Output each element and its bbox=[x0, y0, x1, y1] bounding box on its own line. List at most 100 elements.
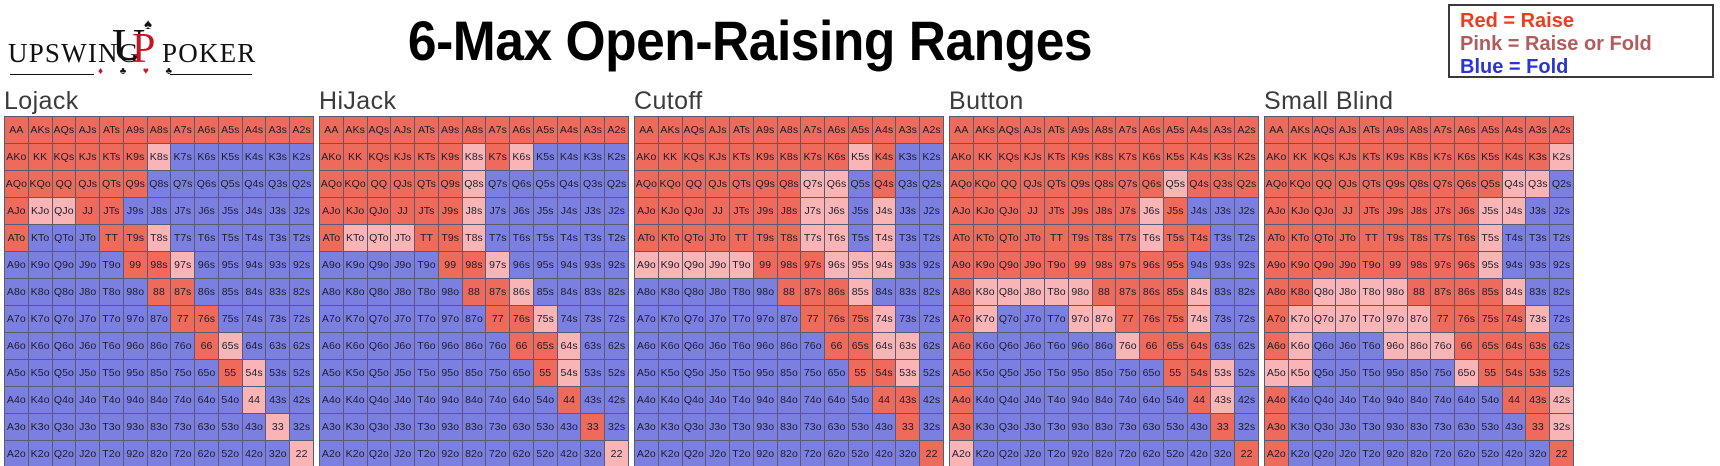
range-cell[interactable]: 85o bbox=[462, 360, 486, 386]
range-cell[interactable]: 77 bbox=[1116, 306, 1140, 332]
range-cell[interactable]: K5o bbox=[343, 360, 367, 386]
range-cell[interactable]: 93o bbox=[753, 414, 777, 440]
range-cell[interactable]: K2o bbox=[28, 441, 52, 466]
range-cell[interactable]: 75s bbox=[1478, 306, 1502, 332]
range-cell[interactable]: 74s bbox=[1502, 306, 1526, 332]
range-cell[interactable]: 44 bbox=[557, 387, 581, 413]
range-cell[interactable]: 76o bbox=[1116, 333, 1140, 359]
range-cell[interactable]: A7o bbox=[320, 306, 343, 332]
range-cell[interactable]: 32o bbox=[266, 441, 290, 466]
range-cell[interactable]: 93o bbox=[1068, 414, 1092, 440]
range-cell[interactable]: J8o bbox=[1021, 279, 1045, 305]
range-cell[interactable]: K7s bbox=[1431, 144, 1455, 170]
range-cell[interactable]: J4s bbox=[872, 198, 896, 224]
range-cell[interactable]: J2o bbox=[1336, 441, 1360, 466]
range-cell[interactable]: 55 bbox=[533, 360, 557, 386]
range-cell[interactable]: J2s bbox=[605, 198, 628, 224]
range-cell[interactable]: QJo bbox=[1312, 198, 1336, 224]
range-cell[interactable]: 93o bbox=[1383, 414, 1407, 440]
range-cell[interactable]: J9o bbox=[1021, 252, 1045, 278]
range-cell[interactable]: 63o bbox=[1455, 414, 1478, 440]
range-cell[interactable]: 97s bbox=[486, 252, 510, 278]
range-cell[interactable]: 97s bbox=[171, 252, 195, 278]
range-cell[interactable]: 62o bbox=[195, 441, 218, 466]
range-cell[interactable]: J7s bbox=[171, 198, 195, 224]
range-cell[interactable]: A8o bbox=[950, 279, 973, 305]
range-cell[interactable]: AJo bbox=[1265, 198, 1288, 224]
range-cell[interactable]: Q9o bbox=[52, 252, 76, 278]
range-cell[interactable]: 83o bbox=[777, 414, 801, 440]
range-cell[interactable]: A8o bbox=[5, 279, 28, 305]
range-cell[interactable]: 96o bbox=[123, 333, 147, 359]
range-cell[interactable]: J4o bbox=[1021, 387, 1045, 413]
range-cell[interactable]: 77 bbox=[486, 306, 510, 332]
range-cell[interactable]: 83o bbox=[1092, 414, 1116, 440]
range-cell[interactable]: 32o bbox=[1526, 441, 1550, 466]
range-cell[interactable]: 95o bbox=[1068, 360, 1092, 386]
range-cell[interactable]: 74o bbox=[171, 387, 195, 413]
range-cell[interactable]: A4o bbox=[5, 387, 28, 413]
range-cell[interactable]: 65o bbox=[195, 360, 218, 386]
range-cell[interactable]: K3o bbox=[973, 414, 997, 440]
range-cell[interactable]: T5s bbox=[533, 225, 557, 251]
range-cell[interactable]: 72o bbox=[1116, 441, 1140, 466]
range-cell[interactable]: T8o bbox=[1360, 279, 1383, 305]
range-cell[interactable]: 64o bbox=[825, 387, 848, 413]
range-cell[interactable]: 93s bbox=[266, 252, 290, 278]
range-cell[interactable]: 87o bbox=[462, 306, 486, 332]
range-cell[interactable]: 86o bbox=[777, 333, 801, 359]
range-cell[interactable]: Q2o bbox=[997, 441, 1021, 466]
range-cell[interactable]: J9o bbox=[1336, 252, 1360, 278]
range-cell[interactable]: A8o bbox=[635, 279, 658, 305]
range-cell[interactable]: T4s bbox=[1187, 225, 1211, 251]
range-cell[interactable]: 96o bbox=[753, 333, 777, 359]
range-cell[interactable]: 72s bbox=[605, 306, 628, 332]
range-cell[interactable]: 97o bbox=[123, 306, 147, 332]
range-cell[interactable]: Q4o bbox=[52, 387, 76, 413]
range-cell[interactable]: QQ bbox=[367, 171, 391, 197]
range-cell[interactable]: 62o bbox=[1455, 441, 1478, 466]
range-cell[interactable]: T6o bbox=[415, 333, 438, 359]
range-cell[interactable]: 86s bbox=[510, 279, 533, 305]
range-cell[interactable]: QTo bbox=[997, 225, 1021, 251]
range-cell[interactable]: 98s bbox=[1092, 252, 1116, 278]
range-cell[interactable]: K2o bbox=[343, 441, 367, 466]
range-cell[interactable]: 55 bbox=[1163, 360, 1187, 386]
range-cell[interactable]: J2o bbox=[76, 441, 100, 466]
range-cell[interactable]: 55 bbox=[1478, 360, 1502, 386]
range-cell[interactable]: 96o bbox=[1383, 333, 1407, 359]
range-cell[interactable]: A3o bbox=[635, 414, 658, 440]
range-cell[interactable]: J5s bbox=[533, 198, 557, 224]
range-cell[interactable]: K3s bbox=[1211, 144, 1235, 170]
range-cell[interactable]: 54s bbox=[872, 360, 896, 386]
range-cell[interactable]: 52o bbox=[218, 441, 242, 466]
range-cell[interactable]: K9o bbox=[343, 252, 367, 278]
range-cell[interactable]: K6o bbox=[343, 333, 367, 359]
range-cell[interactable]: 62o bbox=[825, 441, 848, 466]
range-cell[interactable]: J6s bbox=[1140, 198, 1163, 224]
range-cell[interactable]: Q6s bbox=[510, 171, 533, 197]
range-cell[interactable]: 72s bbox=[1235, 306, 1258, 332]
range-cell[interactable]: 96o bbox=[438, 333, 462, 359]
range-cell[interactable]: T7s bbox=[171, 225, 195, 251]
range-cell[interactable]: ATs bbox=[1045, 117, 1068, 143]
range-cell[interactable]: T7s bbox=[486, 225, 510, 251]
range-cell[interactable]: QJo bbox=[682, 198, 706, 224]
range-cell[interactable]: Q6s bbox=[825, 171, 848, 197]
range-cell[interactable]: 63s bbox=[266, 333, 290, 359]
range-cell[interactable]: K3o bbox=[343, 414, 367, 440]
range-cell[interactable]: 95o bbox=[123, 360, 147, 386]
range-cell[interactable]: 32o bbox=[1211, 441, 1235, 466]
range-cell[interactable]: A5o bbox=[320, 360, 343, 386]
range-cell[interactable]: K4s bbox=[872, 144, 896, 170]
range-cell[interactable]: 75o bbox=[801, 360, 825, 386]
range-cell[interactable]: ATs bbox=[100, 117, 123, 143]
range-cell[interactable]: T2s bbox=[920, 225, 943, 251]
range-cell[interactable]: 65s bbox=[533, 333, 557, 359]
range-cell[interactable]: K8o bbox=[1288, 279, 1312, 305]
range-cell[interactable]: Q4s bbox=[242, 171, 266, 197]
range-cell[interactable]: J9s bbox=[123, 198, 147, 224]
range-cell[interactable]: 87o bbox=[1092, 306, 1116, 332]
range-cell[interactable]: AQo bbox=[5, 171, 28, 197]
range-cell[interactable]: 97o bbox=[1383, 306, 1407, 332]
